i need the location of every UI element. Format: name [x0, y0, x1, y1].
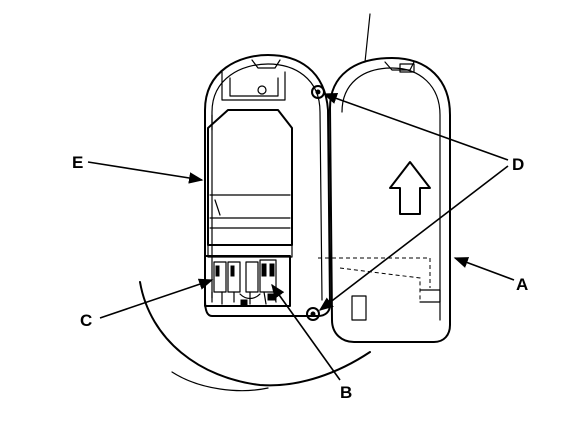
control-module	[207, 109, 293, 258]
screw-upper	[311, 85, 325, 99]
label-d: D	[512, 155, 524, 174]
label-c: C	[80, 311, 92, 330]
lower-contour-tail	[171, 371, 269, 392]
label-e: E	[72, 153, 83, 172]
cover-panel	[318, 57, 451, 343]
leader-a	[453, 257, 515, 281]
screw-lower	[306, 307, 320, 321]
leader-c	[99, 278, 214, 319]
label-b: B	[340, 383, 352, 402]
leader-d-upper	[322, 92, 509, 161]
leader-e	[87, 161, 204, 184]
connector-block	[204, 255, 291, 307]
lower-contour	[139, 281, 371, 387]
leader-d-lower	[318, 165, 509, 311]
up-arrow-icon	[389, 161, 431, 215]
leader-b	[271, 283, 341, 381]
unit-housing	[204, 54, 331, 317]
label-a: A	[516, 275, 528, 294]
reference-line	[364, 13, 371, 63]
